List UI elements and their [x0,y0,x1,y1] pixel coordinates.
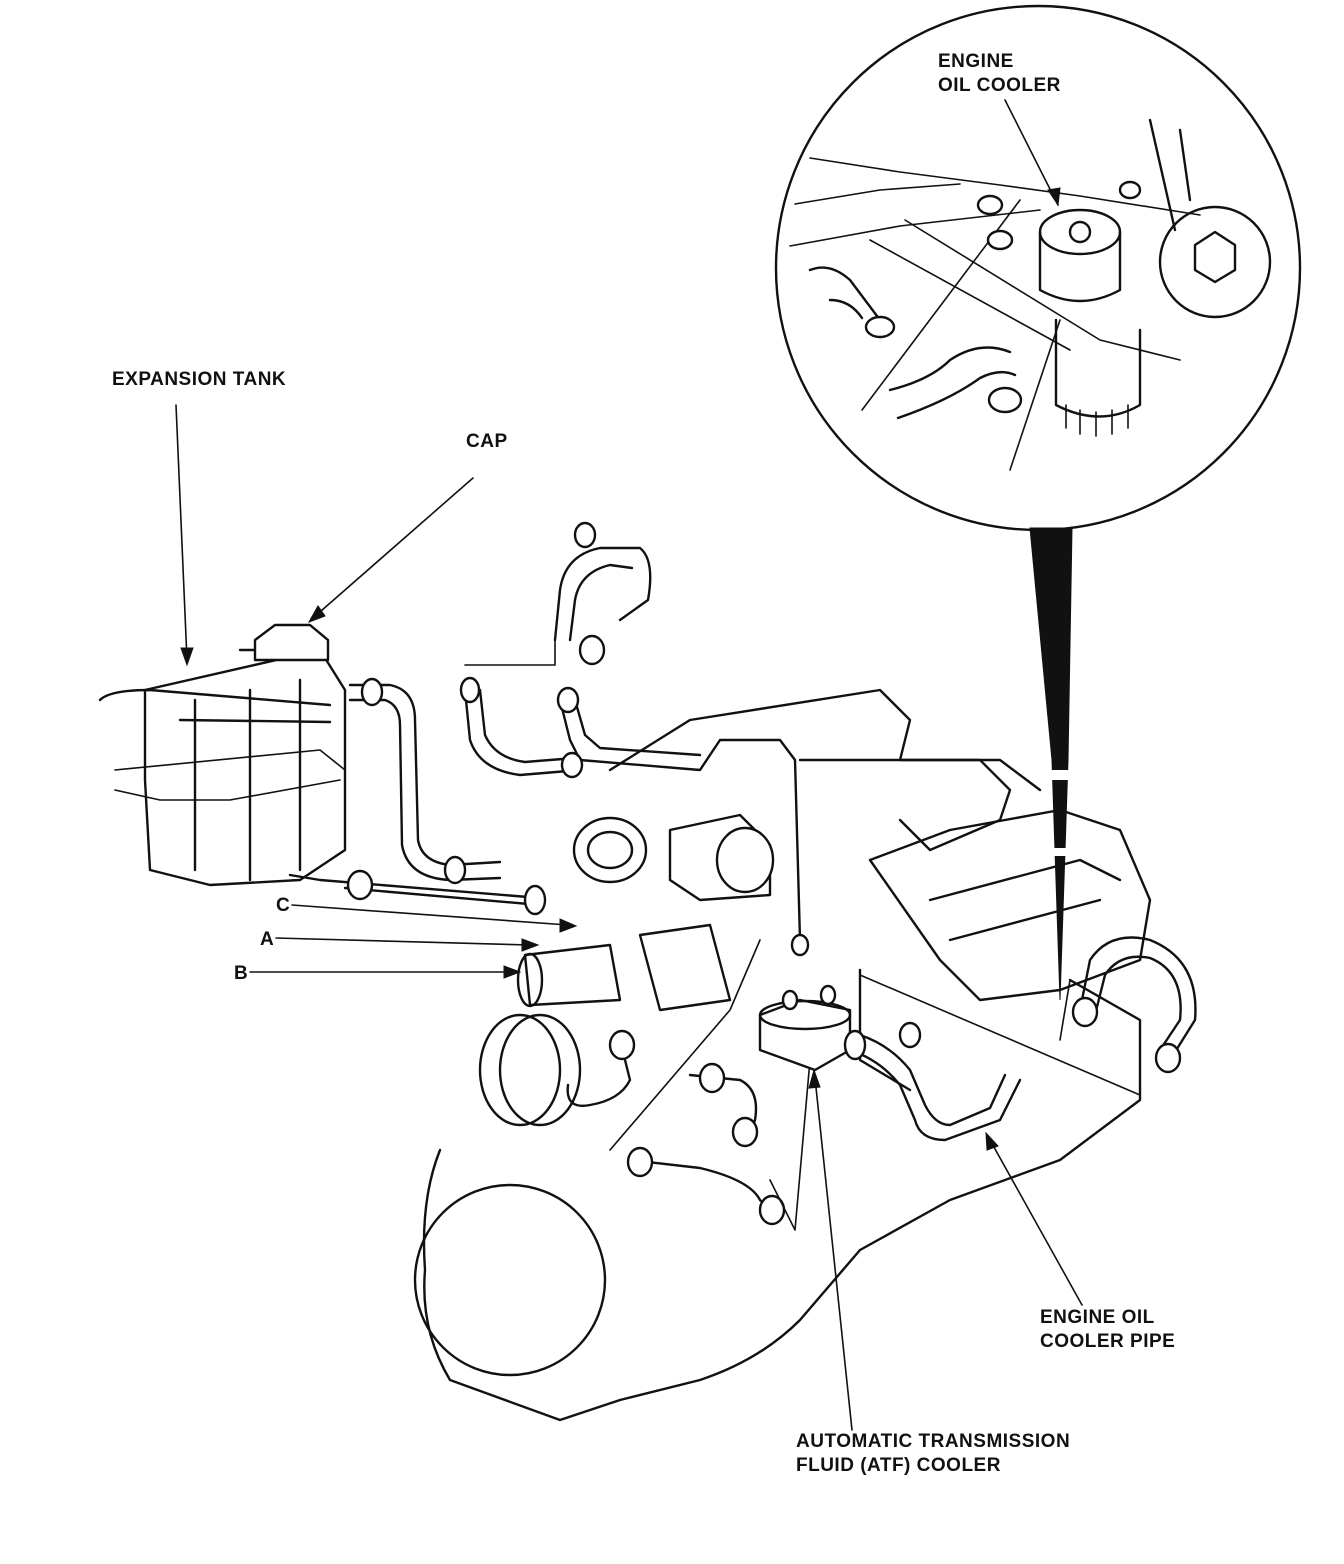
label-c: C [276,895,291,916]
label-b: B [234,963,249,984]
label-engine-oil-cooler-line2: OIL COOLER [938,75,1061,96]
detail-pointer [1029,527,1073,1001]
label-engine-oil-cooler-pipe-line1: ENGINE OIL [1040,1307,1155,1328]
detail-inset [774,4,1302,1001]
expansion-tank [98,623,347,887]
engine-oil-cooler-pipe [843,936,1197,1142]
label-cap: CAP [466,431,508,452]
label-atf-cooler-line1: AUTOMATIC TRANSMISSION [796,1431,1071,1452]
label-engine-oil-cooler-line1: ENGINE [938,51,1014,72]
label-engine-oil-cooler: ENGINE OIL COOLER [938,50,1061,98]
label-atf-cooler-line2: FLUID (ATF) COOLER [796,1455,1001,1476]
tank-cap [253,623,330,662]
label-engine-oil-cooler-pipe: ENGINE OIL COOLER PIPE [1040,1306,1175,1354]
engine-block [413,688,1152,1422]
label-atf-cooler: AUTOMATIC TRANSMISSION FLUID (ATF) COOLE… [796,1430,1070,1478]
coolant-hoses [288,521,811,1231]
atf-cooler [758,984,852,1072]
label-expansion-tank: EXPANSION TANK [112,369,287,390]
label-a: A [260,929,275,950]
label-engine-oil-cooler-pipe-line2: COOLER PIPE [1040,1331,1176,1352]
leader-lines [175,99,1083,1431]
